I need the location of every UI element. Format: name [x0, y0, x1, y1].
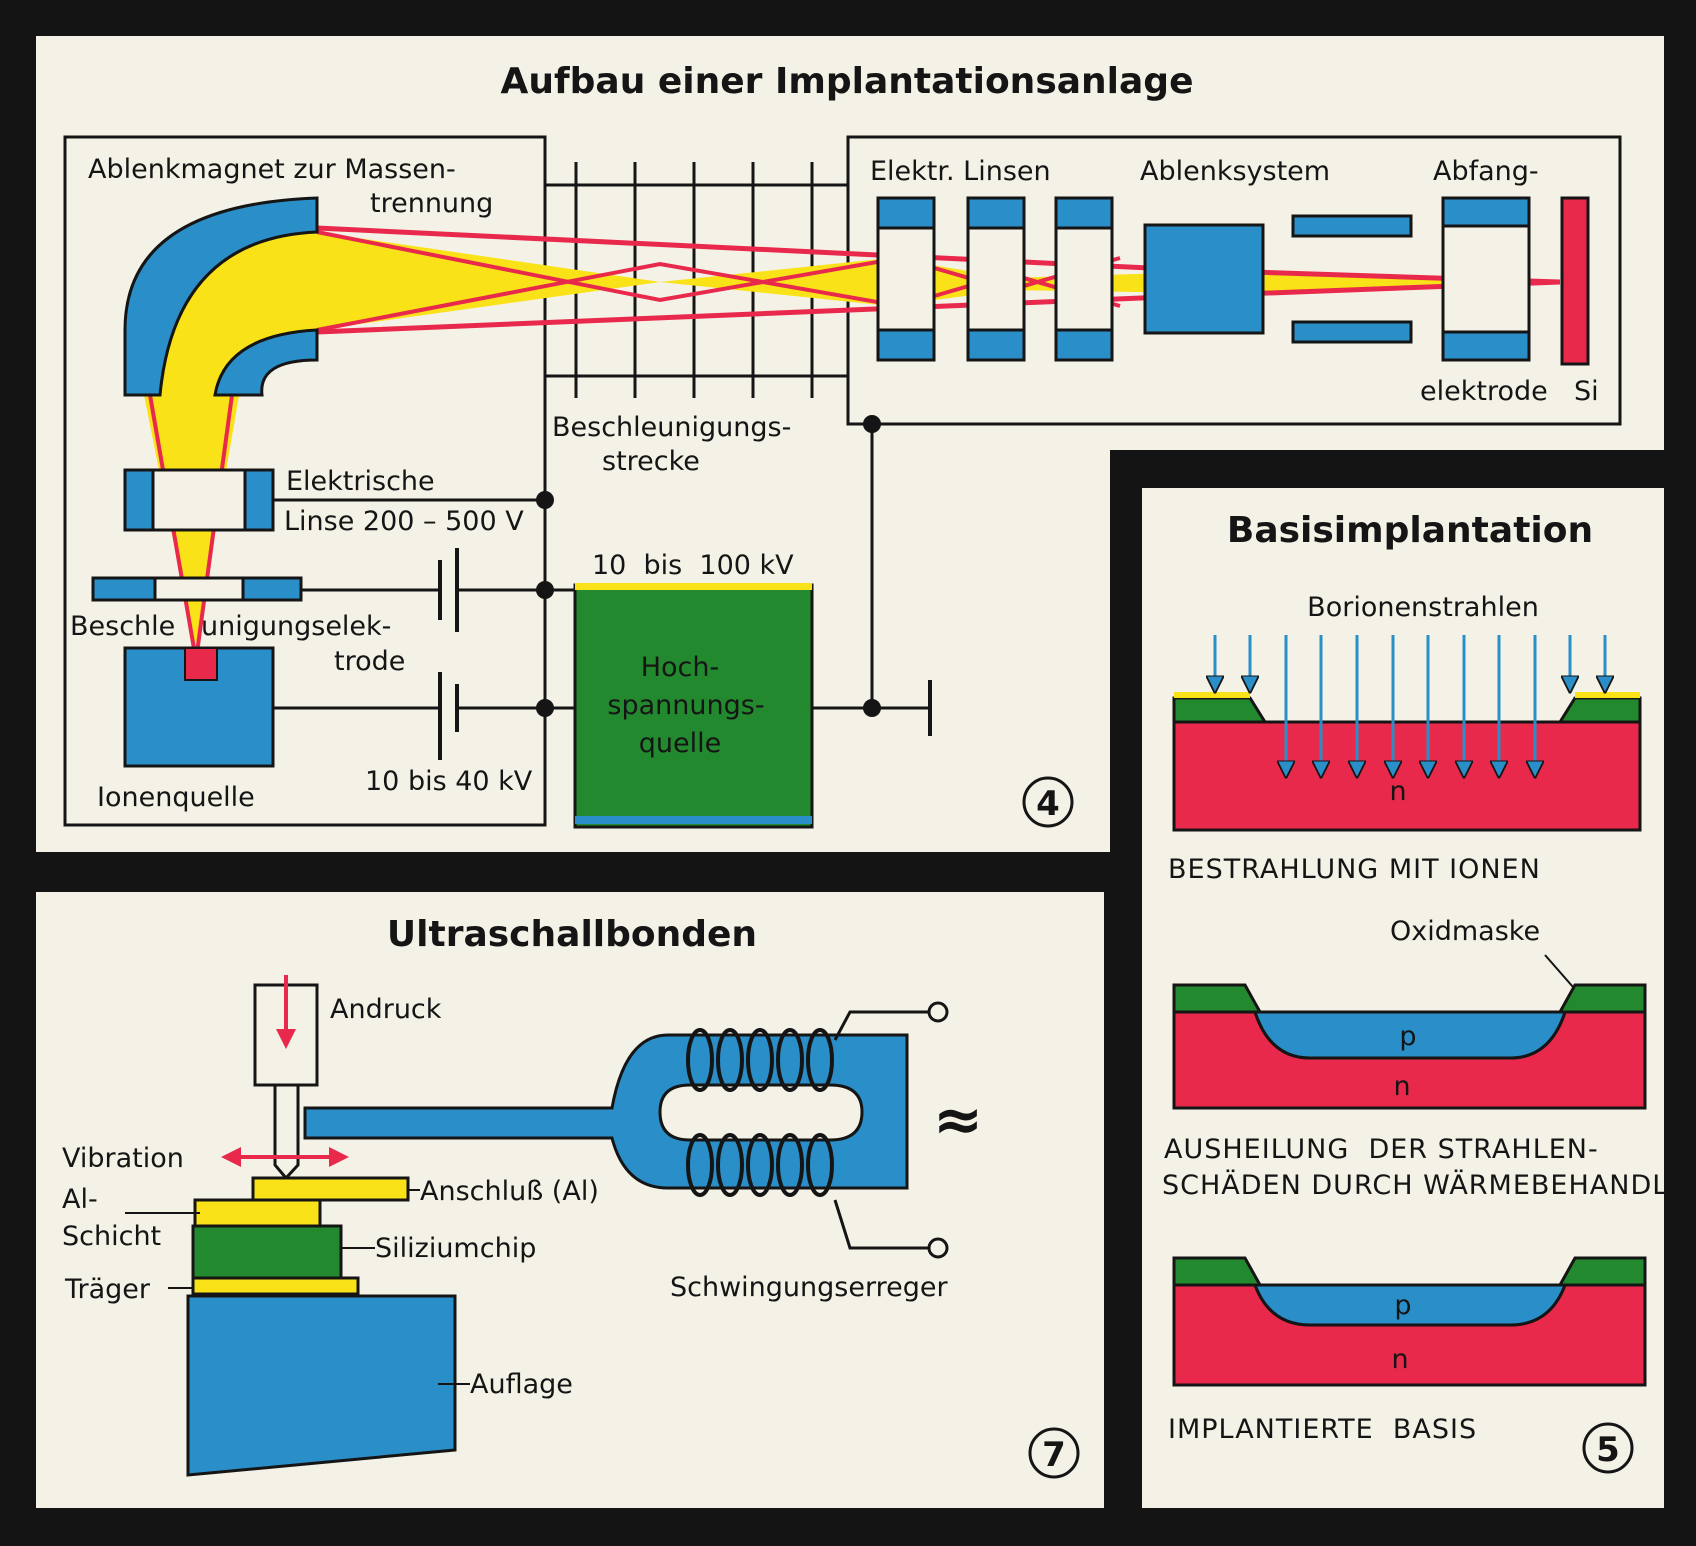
- label-voltage-high: 10 bis 100 kV: [592, 550, 794, 581]
- deflection-plate-bottom: [1291, 320, 1413, 344]
- panel-7-title: Ultraschallbonden: [387, 914, 757, 955]
- label-beschleunigungselektrode-2: trode: [334, 646, 405, 677]
- label-elektrische-linse-1: Elektrische: [286, 466, 435, 497]
- label-andruck: Andruck: [330, 994, 442, 1025]
- label-hochspannung-3: quelle: [639, 728, 721, 759]
- step1-mask-right-yellow: [1575, 692, 1640, 698]
- panel-4-implantation-system: Aufbau einer Implantationsanlage: [63, 61, 1622, 829]
- label-borionenstrahlen: Borionenstrahlen: [1307, 592, 1539, 623]
- label-auflage: Auflage: [470, 1369, 573, 1400]
- catcher-electrode: [1441, 196, 1531, 362]
- step3-label-p: p: [1394, 1290, 1411, 1321]
- label-anschluss: Anschluß (Al): [420, 1176, 599, 1207]
- panel-7-ultrasonic-bonding: Ultraschallbonden Andruck ≈: [62, 914, 1080, 1479]
- label-ablenksystem: Ablenksystem: [1140, 156, 1330, 187]
- label-traeger: Träger: [64, 1274, 151, 1305]
- panel-5-number: 5: [1596, 1430, 1620, 1470]
- label-ionenquelle: Ionenquelle: [97, 782, 255, 813]
- label-vibration: Vibration: [62, 1143, 184, 1174]
- label-beschleunigungsstrecke-1: Beschleunigungs-: [552, 412, 791, 443]
- panel-4-number-circle: [1022, 776, 1074, 828]
- step1-mask-right: [1557, 696, 1642, 724]
- silicon-chip: [191, 1224, 343, 1280]
- panel-5-title: Basisimplantation: [1227, 510, 1593, 551]
- step2-label-p: p: [1399, 1021, 1416, 1052]
- support-base: [186, 1294, 457, 1477]
- label-ablenkmagnet-1: Ablenkmagnet zur Massen-: [88, 154, 456, 185]
- junction-dots: [536, 415, 881, 717]
- step1-substrate-n: [1172, 720, 1642, 832]
- label-elektrische-linse-2: Linse 200 – 500 V: [284, 506, 524, 537]
- panel-4-number: 4: [1036, 784, 1060, 824]
- step3-label-n: n: [1391, 1344, 1408, 1375]
- bonding-wedge: [273, 1083, 300, 1181]
- terminal-bottom: [927, 1237, 949, 1259]
- label-al-schicht-2: Schicht: [62, 1221, 161, 1252]
- label-beschleunigungselektrode-1: Beschle unigungselek-: [70, 611, 391, 642]
- label-oxidmaske: Oxidmaske: [1390, 916, 1540, 947]
- step3-caption: IMPLANTIERTE BASIS: [1168, 1414, 1477, 1445]
- panel-5-number-circle: [1582, 1422, 1634, 1474]
- excitation-coils: [686, 1028, 834, 1197]
- einzel-lenses: [876, 196, 1114, 362]
- aluminium-lead: [251, 1176, 410, 1202]
- electrostatic-lens: [123, 468, 275, 532]
- step2-caption-1: AUSHEILUNG DER STRAHLEN-: [1164, 1134, 1599, 1165]
- panel-4-title: Aufbau einer Implantationsanlage: [501, 61, 1194, 102]
- terminal-top: [927, 1001, 949, 1023]
- label-schwingungserreger: Schwingungserreger: [670, 1272, 948, 1303]
- label-beschleunigungsstrecke-2: strecke: [602, 446, 700, 477]
- panel-5-base-implantation: Basisimplantation Borionenstrahlen n BES…: [1162, 510, 1678, 1474]
- label-hochspannung-2: spannungs-: [607, 690, 764, 721]
- step1-mask-left: [1172, 696, 1268, 724]
- ion-beam-arrows: [1215, 635, 1605, 775]
- aluminium-layer: [193, 1198, 322, 1228]
- label-siliziumchip: Siliziumchip: [375, 1233, 536, 1264]
- step2-caption-2: SCHÄDEN DURCH WÄRMEBEHANDL.: [1162, 1169, 1678, 1201]
- step1-caption: BESTRAHLUNG MIT IONEN: [1168, 854, 1541, 885]
- label-elektr-linsen: Elektr. Linsen: [870, 156, 1051, 187]
- label-abfang: Abfang-: [1433, 156, 1539, 187]
- step3-p-region: [1252, 1283, 1568, 1327]
- silicon-target: [1560, 196, 1590, 366]
- deflection-magnet: [123, 196, 319, 397]
- label-voltage-low: 10 bis 40 kV: [365, 766, 533, 797]
- ion-source-cathode: [184, 647, 218, 681]
- acceleration-electrode: [91, 576, 303, 602]
- deflection-plate-top: [1291, 214, 1413, 238]
- label-hochspannung-1: Hoch-: [641, 652, 720, 683]
- high-voltage-source: [573, 583, 814, 829]
- carrier: [191, 1276, 360, 1296]
- step2-mask-right: [1557, 983, 1647, 1014]
- label-si: Si: [1574, 376, 1599, 407]
- panel-7-number: 7: [1042, 1435, 1066, 1475]
- coil-leads: [833, 1010, 928, 1250]
- hv-bottom-strip: [575, 816, 812, 824]
- label-ablenkmagnet-2: trennung: [370, 188, 493, 219]
- step2-mask-left: [1172, 983, 1263, 1014]
- hv-top-strip: [575, 583, 812, 590]
- step1-label-n: n: [1389, 776, 1406, 807]
- battery-symbols: [438, 548, 932, 760]
- transducer-core: [303, 1033, 909, 1190]
- label-al-schicht-1: Al-: [62, 1184, 98, 1215]
- step3-mask-left: [1172, 1256, 1263, 1287]
- panel-7-number-circle: [1028, 1427, 1080, 1479]
- label-elektrode: elektrode: [1420, 376, 1548, 407]
- step1-mask-left-yellow: [1174, 692, 1250, 698]
- deflection-system-block: [1143, 223, 1265, 335]
- step3-mask-right: [1557, 1256, 1647, 1287]
- step2-label-n: n: [1393, 1071, 1410, 1102]
- step2-p-region: [1252, 1010, 1568, 1060]
- ac-symbol: ≈: [933, 1085, 983, 1155]
